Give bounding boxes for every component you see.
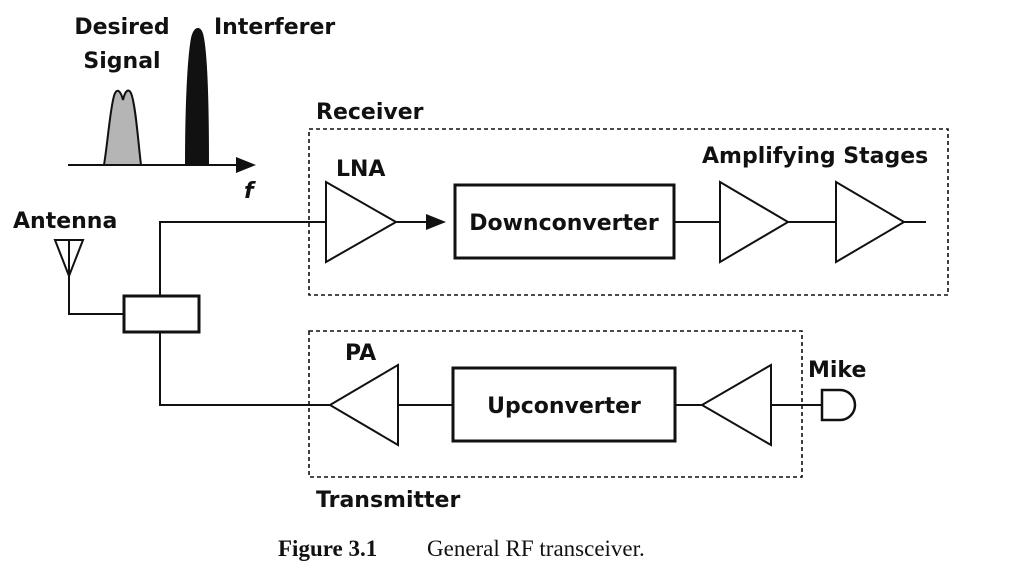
microphone-amplifier <box>700 363 772 447</box>
receiver-boundary <box>308 128 949 296</box>
downconverter-label: Downconverter <box>469 211 659 236</box>
frequency-axis-label: f <box>244 179 256 204</box>
lna-amplifier <box>325 180 399 264</box>
desired-signal-shape <box>102 89 143 166</box>
duplexer-tx-wire <box>159 332 330 406</box>
interferer-shape <box>184 28 210 166</box>
frequency-axis-arrowhead <box>236 157 256 173</box>
receiver-section: Receiver LNA Downconverter Amplifying St… <box>308 100 949 296</box>
amplifying-stage-1 <box>719 180 790 264</box>
transmitter-title: Transmitter <box>316 488 460 513</box>
desired-signal-label-line1: Desired <box>74 15 169 40</box>
lna-to-downconverter-arrowhead <box>426 214 446 230</box>
interferer-label: Interferer <box>214 15 335 40</box>
upconverter-block <box>451 366 677 443</box>
transmitter-section: Transmitter PA Upconverter Mike <box>308 330 866 513</box>
antenna-section: Antenna <box>13 209 330 406</box>
antenna-icon <box>53 239 85 279</box>
upconverter-label: Upconverter <box>487 394 641 419</box>
transmitter-boundary <box>308 330 803 478</box>
mike-label: Mike <box>808 358 866 383</box>
pa-amplifier <box>328 363 399 447</box>
antenna-feed-wire <box>68 276 124 315</box>
spectrum-sketch: Desired Signal Interferer f <box>68 15 335 204</box>
caption-text: General RF transceiver. <box>427 536 645 561</box>
desired-signal-label-line2: Signal <box>83 49 160 74</box>
lna-label: LNA <box>336 157 385 182</box>
figure-caption: Figure 3.1 General RF transceiver. <box>278 536 645 561</box>
antenna-label: Antenna <box>13 209 117 234</box>
amplifying-stage-2 <box>835 180 906 264</box>
caption-number: Figure 3.1 <box>278 536 377 561</box>
pa-label: PA <box>345 341 376 366</box>
mike-icon <box>820 388 857 422</box>
amplifying-stages-label: Amplifying Stages <box>702 144 928 169</box>
duplexer-block <box>122 294 201 334</box>
receiver-title: Receiver <box>316 100 424 125</box>
duplexer-rx-wire <box>159 221 326 296</box>
